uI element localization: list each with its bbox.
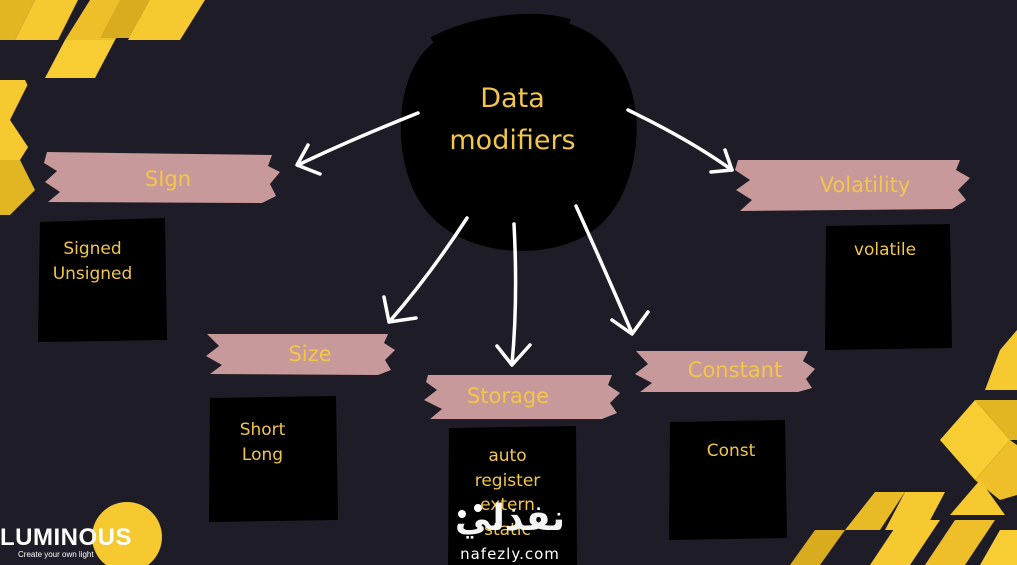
logo-badge-circle: [92, 502, 162, 565]
category-label-sign: SIgn: [144, 167, 192, 191]
arrow-to-sign: [296, 111, 420, 167]
arrow-to-storage: [510, 222, 518, 366]
item-volatile: volatile: [853, 240, 917, 260]
title-line-1: Data: [480, 83, 545, 114]
items-sign: Signed Unsigned: [40, 237, 145, 286]
arrowhead-storage: [495, 343, 532, 367]
item-auto: auto: [488, 446, 527, 466]
logo-tagline: Create your own light: [18, 550, 94, 559]
arrows: [295, 108, 734, 367]
top-left-pattern: [0, 0, 205, 215]
arrowhead-size: [382, 295, 418, 324]
category-label-size: Size: [288, 342, 332, 366]
logo-wordmark: LUMINOUS: [0, 524, 132, 551]
arrow-to-size: [388, 216, 469, 323]
arrowhead-sign: [295, 143, 322, 176]
item-boxes: [38, 218, 952, 565]
watermark-badge: [458, 504, 482, 518]
item-unsigned: Unsigned: [52, 263, 133, 284]
arrowhead-volatility: [709, 148, 734, 174]
items-volatility: volatile: [826, 238, 944, 263]
item-register: register: [474, 470, 541, 491]
item-signed: Signed: [63, 239, 122, 259]
item-extern: extern: [480, 495, 535, 515]
bottom-right-pattern: [790, 330, 1017, 565]
arrow-to-volatility: [626, 108, 734, 172]
luminous-logo: LUMINOUS Create your own light: [0, 518, 170, 559]
item-short: Short: [239, 420, 286, 440]
arrow-to-constant: [574, 204, 634, 335]
watermark-arabic: نفذلي: [454, 498, 566, 539]
item-long: Long: [241, 444, 284, 465]
diagram-title: Data modifiers: [400, 78, 625, 162]
items-size: Short Long: [210, 418, 315, 467]
item-const: Const: [706, 441, 756, 461]
arrowhead-constant: [610, 310, 650, 336]
items-storage: auto register extern static: [450, 444, 565, 542]
title-line-2: modifiers: [449, 125, 576, 156]
category-label-constant: Constant: [687, 358, 783, 382]
item-static: static: [484, 519, 531, 540]
watermark-url: nafezly.com: [460, 545, 560, 563]
category-label-volatility: Volatility: [819, 173, 911, 197]
items-constant: Const: [672, 439, 790, 464]
center-circle: [400, 13, 637, 251]
category-label-storage: Storage: [466, 384, 550, 408]
brush-strokes: [44, 152, 970, 419]
